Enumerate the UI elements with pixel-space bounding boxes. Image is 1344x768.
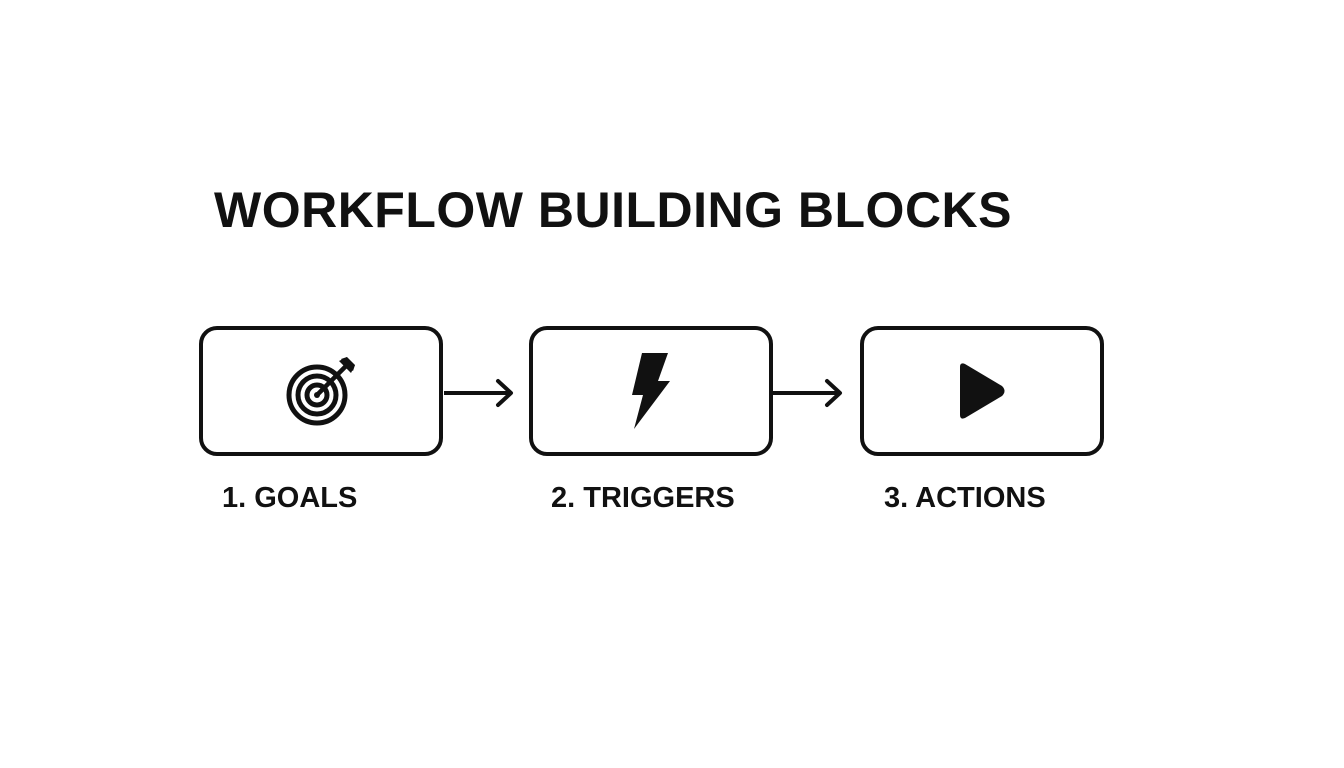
target-icon xyxy=(286,357,355,426)
goals-label: 1. GOALS xyxy=(222,482,358,514)
triggers-label: 2. TRIGGERS xyxy=(551,482,735,514)
arrow-right-icon xyxy=(444,379,513,407)
play-icon xyxy=(960,363,1005,419)
lightning-bolt-icon xyxy=(632,353,670,429)
actions-label: 3. ACTIONS xyxy=(884,482,1046,514)
actions-block xyxy=(860,326,1104,456)
arrow-right-icon xyxy=(773,379,842,407)
triggers-block xyxy=(529,326,773,456)
goals-block xyxy=(199,326,443,456)
diagram-title: WORKFLOW BUILDING BLOCKS xyxy=(214,182,1013,238)
